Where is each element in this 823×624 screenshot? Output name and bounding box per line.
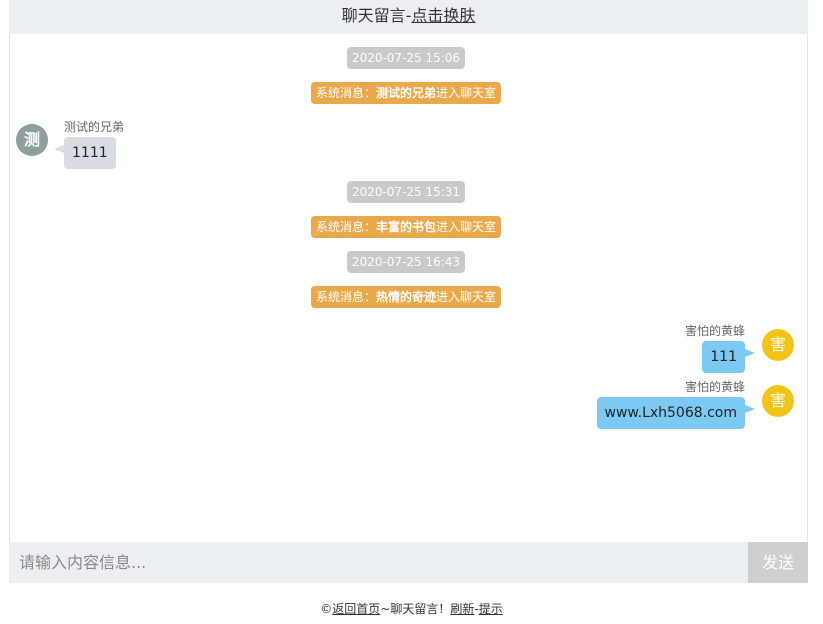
footer-dash: - — [474, 602, 479, 616]
avatar[interactable]: 害 — [762, 385, 794, 417]
message-bubble: 111 — [702, 341, 755, 373]
input-bar: 发送 — [9, 542, 808, 583]
message-input[interactable] — [9, 542, 748, 583]
avatar[interactable]: 害 — [762, 329, 794, 361]
page-title: 聊天留言- — [341, 6, 412, 25]
header: 聊天留言-点击换肤 — [9, 0, 808, 34]
username: 害怕的黄蜂 — [684, 324, 745, 338]
send-button[interactable]: 发送 — [748, 542, 808, 583]
username: 测试的兄弟 — [64, 120, 125, 134]
message-bubble: 1111 — [54, 137, 116, 169]
footer-text: ~聊天留言！ — [380, 602, 451, 616]
system-message: 系统消息：测试的兄弟进入聊天室 — [310, 82, 502, 104]
avatar[interactable]: 测 — [16, 124, 48, 156]
chat-window: 聊天留言-点击换肤 2020-07-25 15:06 系统消息：测试的兄弟进入聊… — [9, 0, 808, 583]
timestamp: 2020-07-25 15:31 — [346, 181, 466, 203]
change-skin-link[interactable]: 点击换肤 — [411, 6, 476, 25]
username: 害怕的黄蜂 — [684, 380, 745, 394]
home-link[interactable]: 返回首页 — [332, 602, 381, 616]
footer: ©返回首页~聊天留言！刷新-提示 — [0, 600, 823, 617]
timestamp: 2020-07-25 16:43 — [346, 251, 466, 273]
copyright: © — [320, 602, 333, 616]
message-bubble: www.Lxh5068.com — [596, 397, 756, 429]
refresh-link[interactable]: 刷新 — [450, 602, 475, 616]
tips-link[interactable]: 提示 — [478, 602, 503, 616]
timestamp: 2020-07-25 15:06 — [346, 47, 466, 69]
system-message: 系统消息：热情的奇迹进入聊天室 — [310, 286, 502, 308]
system-message: 系统消息：丰富的书包进入聊天室 — [310, 216, 502, 238]
message-area[interactable]: 2020-07-25 15:06 系统消息：测试的兄弟进入聊天室 测 测试的兄弟… — [9, 34, 808, 542]
